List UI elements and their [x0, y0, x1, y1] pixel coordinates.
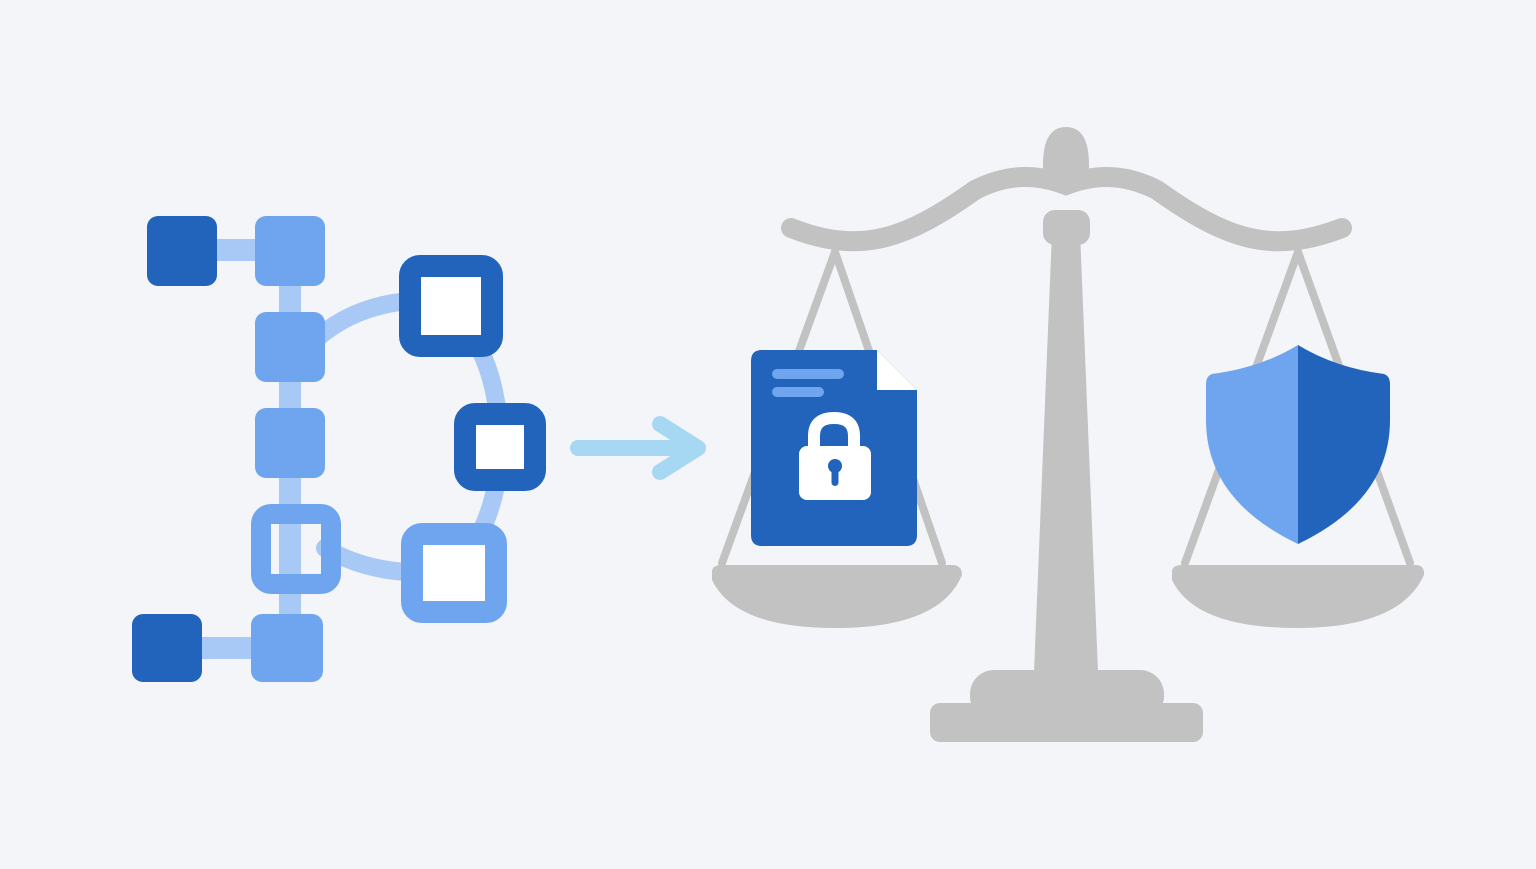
node-arc-middle [454, 403, 546, 491]
scale-base-lower [930, 703, 1203, 742]
padlock-shackle [808, 411, 860, 450]
scale-collar [1043, 210, 1090, 245]
node-arc-bottom [401, 523, 507, 623]
scale-right-pan [1172, 565, 1425, 628]
document-text-line-1 [772, 369, 844, 379]
padlock-keyhole-slot [831, 466, 839, 486]
scale-finial [1043, 127, 1089, 180]
node-spine-4-outline [251, 504, 341, 594]
node-spine-2 [255, 312, 325, 382]
scale-beam [781, 167, 1352, 252]
arrow-head [652, 416, 706, 480]
node-arc-top [399, 255, 503, 357]
padlock-icon [799, 411, 871, 500]
node-bottom-left [132, 614, 202, 682]
scale-pillar [1034, 232, 1098, 672]
shield-icon [1206, 345, 1390, 544]
node-bottom-spine [251, 614, 323, 682]
scale-left-pan [712, 565, 962, 628]
node-top-left [147, 216, 217, 286]
document-fold [877, 350, 917, 390]
document-text-line-2 [772, 387, 824, 397]
right-arrow-icon [570, 416, 706, 480]
locked-document-icon [751, 350, 917, 546]
node-top-spine [255, 216, 325, 286]
shield-right-half [1298, 345, 1390, 544]
node-spine-3 [255, 408, 325, 478]
network-graph-icon [132, 216, 546, 682]
balance-scale-icon [712, 127, 1425, 742]
shield-left-half [1206, 345, 1298, 544]
